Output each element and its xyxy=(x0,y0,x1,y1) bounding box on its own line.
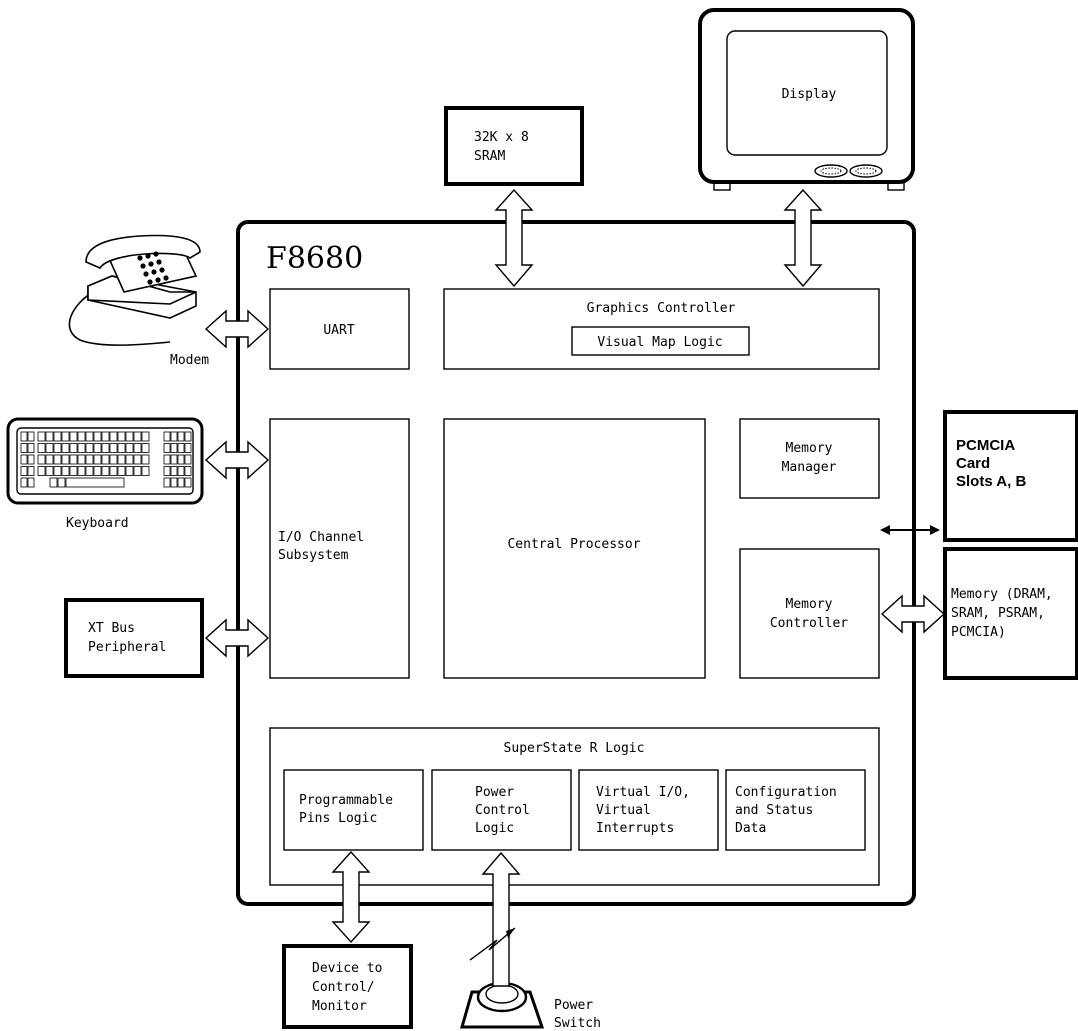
pcmcia-label-1: PCMCIA xyxy=(956,437,1015,454)
virtual-io-label-2: Virtual xyxy=(596,803,651,818)
chip-title: F8680 xyxy=(266,241,363,276)
memory-controller-label-1: Memory xyxy=(786,597,833,612)
pcmcia-label-2: Card xyxy=(956,455,990,472)
modem-uart-arrow xyxy=(204,309,270,349)
memory-controller-block xyxy=(739,548,880,679)
io-channel-label-1: I/O Channel xyxy=(278,530,364,545)
superstate-label: SuperState R Logic xyxy=(504,741,645,756)
xt-bus-label-2: Peripheral xyxy=(88,640,166,655)
sram-graphics-arrow xyxy=(494,188,534,288)
uart-label: UART xyxy=(323,323,354,338)
config-status-label-2: and Status xyxy=(735,803,813,818)
programmable-pins-block xyxy=(283,769,424,851)
config-status-label-3: Data xyxy=(735,821,766,836)
modem-label: Modem xyxy=(170,353,209,368)
power-control-block xyxy=(431,769,572,851)
external-memory-label-2: SRAM, PSRAM, xyxy=(951,606,1045,621)
device-pins-arrow xyxy=(331,850,371,944)
graphics-controller-label: Graphics Controller xyxy=(587,301,736,316)
external-memory-label-1: Memory (DRAM, xyxy=(951,587,1053,602)
config-status-block xyxy=(725,769,866,851)
xt-bus-box xyxy=(64,598,204,678)
power-switch-label-2: Switch xyxy=(554,1016,601,1031)
power-switch-arrow xyxy=(481,851,521,987)
power-control-label-1: Power xyxy=(475,785,514,800)
programmable-pins-label-1: Programmable xyxy=(299,793,393,808)
xtbus-io-arrow xyxy=(204,618,270,658)
virtual-io-label-1: Virtual I/O, xyxy=(596,785,690,800)
pcmcia-arrow xyxy=(880,525,940,535)
device-label-2: Control/ xyxy=(312,980,375,995)
display-monitor-icon xyxy=(698,8,915,191)
sram-label-2: SRAM xyxy=(474,149,505,164)
uart-block xyxy=(269,288,410,370)
display-label: Display xyxy=(782,87,837,102)
memory-controller-arrow xyxy=(880,594,946,634)
pcmcia-box xyxy=(943,410,1078,542)
keyboard-icon xyxy=(6,417,204,505)
device-label-1: Device to xyxy=(312,961,382,976)
keyboard-io-arrow xyxy=(204,440,270,480)
lightning-bolt-icon xyxy=(469,927,516,961)
io-channel-block xyxy=(269,418,410,679)
power-switch-icon xyxy=(460,981,545,1029)
device-box xyxy=(282,944,413,1029)
memory-manager-label-1: Memory xyxy=(786,441,833,456)
programmable-pins-label-2: Pins Logic xyxy=(299,811,377,826)
keyboard-label: Keyboard xyxy=(66,516,129,531)
memory-manager-label-2: Manager xyxy=(782,460,837,475)
lightning-bolt-tip-icon xyxy=(506,928,515,938)
external-memory-label-3: PCMCIA) xyxy=(951,625,1006,640)
external-memory-box xyxy=(943,547,1078,680)
virtual-io-block xyxy=(578,769,719,851)
pcmcia-label-3: Slots A, B xyxy=(956,473,1026,490)
virtual-io-label-3: Interrupts xyxy=(596,821,674,836)
power-control-label-2: Control xyxy=(475,803,530,818)
central-processor-label: Central Processor xyxy=(507,537,640,552)
device-label-3: Monitor xyxy=(312,999,367,1014)
io-channel-label-2: Subsystem xyxy=(278,548,349,563)
memory-controller-label-2: Controller xyxy=(770,616,848,631)
central-processor-block xyxy=(443,418,706,679)
sram-label-1: 32K x 8 xyxy=(474,130,529,145)
telephone-icon xyxy=(68,234,201,346)
visual-map-logic-block xyxy=(571,326,750,356)
visual-map-logic-label: Visual Map Logic xyxy=(597,335,722,350)
power-control-label-3: Logic xyxy=(475,821,514,836)
xt-bus-label-1: XT Bus xyxy=(88,621,135,636)
config-status-label-1: Configuration xyxy=(735,785,837,800)
memory-manager-block xyxy=(739,418,880,499)
power-switch-label-1: Power xyxy=(554,998,593,1013)
sram-box xyxy=(444,106,584,186)
display-graphics-arrow xyxy=(783,188,823,288)
